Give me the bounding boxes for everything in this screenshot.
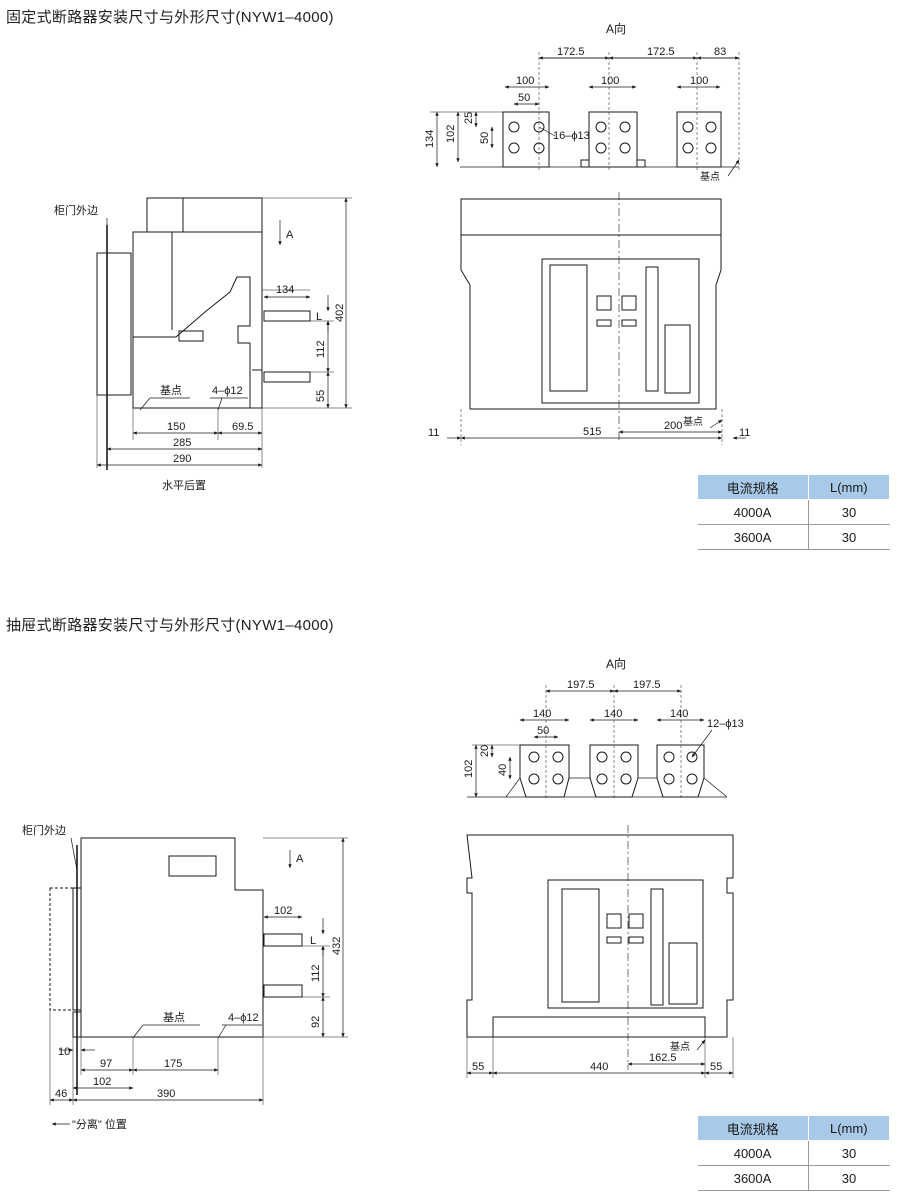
s1-dim-100-b: 100 bbox=[601, 75, 619, 87]
cell-L: 30 bbox=[807, 524, 890, 550]
s2-dim-10: 10 bbox=[58, 1046, 70, 1058]
cell-L: 30 bbox=[807, 1165, 890, 1191]
s2-dim-112: 112 bbox=[310, 964, 322, 982]
s2-dim-50: 50 bbox=[537, 725, 549, 737]
s1-dim-150: 150 bbox=[167, 421, 185, 433]
s1-dim-285: 285 bbox=[173, 437, 191, 449]
s2-caption: "分离" 位置 bbox=[72, 1117, 127, 1131]
s1-dim-50-v: 50 bbox=[479, 132, 491, 144]
s1-dim-402: 402 bbox=[334, 304, 346, 322]
s1-front-base-point: 基点 bbox=[683, 415, 703, 428]
table-header: 电流规格 L(mm) bbox=[697, 1115, 891, 1141]
s2-a-view: A向 197.5 197.5 140 140 140 50 102 2 bbox=[463, 656, 744, 800]
s2-spec-table: 电流规格 L(mm) 4000A 30 3600A 30 bbox=[697, 1115, 891, 1191]
s1-dim-25: 25 bbox=[463, 112, 475, 124]
s2-dim-20: 20 bbox=[479, 745, 491, 757]
s1-dim-69-5: 69.5 bbox=[232, 421, 253, 433]
s1-dim-112: 112 bbox=[315, 340, 327, 358]
s2-dim-97: 97 bbox=[100, 1058, 112, 1070]
s1-dim-100-c: 100 bbox=[690, 75, 708, 87]
table-row: 4000A 30 bbox=[697, 499, 890, 525]
s1-caption: 水平后置 bbox=[162, 479, 206, 492]
s2-dim-40: 40 bbox=[497, 764, 509, 776]
s1-view-label: A向 bbox=[606, 21, 626, 36]
header-current: 电流规格 bbox=[697, 1115, 809, 1141]
s1-L-label: L bbox=[316, 311, 322, 323]
s2-dim-55-b: 55 bbox=[710, 1061, 722, 1073]
cell-current: 3600A bbox=[697, 524, 809, 550]
header-current: 电流规格 bbox=[697, 474, 809, 500]
s2-view-label: A向 bbox=[606, 656, 626, 671]
cell-L: 30 bbox=[807, 1140, 890, 1166]
s1-dim-172-5-a: 172.5 bbox=[557, 46, 585, 58]
s2-side-view: 柜门外边 A 102 432 L 112 92 基点 4–ϕ12 bbox=[22, 823, 348, 1131]
s2-dim-140-a: 140 bbox=[533, 708, 551, 720]
cell-current: 4000A bbox=[697, 499, 809, 525]
s1-dim-172-5-b: 172.5 bbox=[647, 46, 675, 58]
s1-bolt-label: 16–ϕ13 bbox=[553, 130, 590, 142]
cell-L: 30 bbox=[807, 499, 890, 525]
s1-dim-11-b: 11 bbox=[739, 427, 750, 439]
s1-dim-134: 134 bbox=[424, 130, 436, 148]
s2-front-base-point: 基点 bbox=[670, 1040, 690, 1053]
s2-dim-162-5: 162.5 bbox=[649, 1052, 677, 1064]
s1-dim-515: 515 bbox=[583, 426, 601, 438]
s1-side-view: 柜门外边 A 134 402 L 112 55 基点 bbox=[54, 197, 352, 492]
s1-dim-102: 102 bbox=[445, 125, 457, 143]
s2-dim-46: 46 bbox=[55, 1088, 67, 1100]
s2-arrow-a: A bbox=[296, 853, 304, 865]
s1-dim-11-a: 11 bbox=[428, 427, 439, 439]
s2-dim-140-c: 140 bbox=[670, 708, 688, 720]
s2-hole-label: 4–ϕ12 bbox=[228, 1012, 259, 1024]
s1-a-view: A向 172.5 172.5 83 100 100 100 50 bbox=[424, 21, 740, 183]
s2-dim-432: 432 bbox=[331, 937, 343, 955]
s1-dim-55: 55 bbox=[315, 390, 327, 402]
s2-dim-102b: 102 bbox=[93, 1076, 111, 1088]
s2-dim-102: 102 bbox=[463, 760, 475, 778]
s2-dim-140-b: 140 bbox=[604, 708, 622, 720]
s2-base-point: 基点 bbox=[163, 1011, 185, 1024]
s2-dim-side-102: 102 bbox=[274, 905, 292, 917]
s2-dim-92: 92 bbox=[310, 1016, 322, 1028]
table-row: 3600A 30 bbox=[697, 1165, 890, 1191]
s1-dim-290: 290 bbox=[173, 453, 191, 465]
s2-dim-197-5-a: 197.5 bbox=[567, 679, 595, 691]
s1-dim-200: 200 bbox=[664, 420, 682, 432]
s1-hole-label: 4–ϕ12 bbox=[212, 385, 243, 397]
table-row: 4000A 30 bbox=[697, 1140, 890, 1166]
section2-title: 抽屉式断路器安装尺寸与外形尺寸(NYW1–4000) bbox=[6, 617, 334, 634]
header-L: L(mm) bbox=[807, 1115, 891, 1141]
cell-current: 4000A bbox=[697, 1140, 809, 1166]
s2-dim-390: 390 bbox=[157, 1088, 175, 1100]
s2-dim-440: 440 bbox=[590, 1061, 608, 1073]
table-header: 电流规格 L(mm) bbox=[697, 474, 891, 500]
table-row: 3600A 30 bbox=[697, 524, 890, 550]
s1-a-base-point: 基点 bbox=[700, 170, 720, 183]
s2-bolt-label: 12–ϕ13 bbox=[707, 718, 744, 730]
s1-arrow-a: A bbox=[286, 229, 294, 241]
s1-dim-50: 50 bbox=[518, 92, 530, 104]
s2-front-view: 55 440 162.5 55 基点 bbox=[466, 825, 734, 1078]
s1-spec-table: 电流规格 L(mm) 4000A 30 3600A 30 bbox=[697, 474, 891, 550]
header-L: L(mm) bbox=[807, 474, 891, 500]
s2-door-label: 柜门外边 bbox=[22, 823, 66, 837]
s1-front-view: 11 515 200 11 基点 bbox=[428, 192, 750, 445]
s1-dim-83: 83 bbox=[714, 46, 726, 58]
s2-dim-175: 175 bbox=[164, 1058, 182, 1070]
s2-dim-55-a: 55 bbox=[472, 1061, 484, 1073]
s1-base-point: 基点 bbox=[160, 384, 182, 397]
s1-dim-side-134: 134 bbox=[276, 284, 294, 296]
s2-L-label: L bbox=[310, 935, 316, 947]
section1-title: 固定式断路器安装尺寸与外形尺寸(NYW1–4000) bbox=[6, 9, 334, 26]
s1-door-label: 柜门外边 bbox=[54, 203, 98, 217]
s2-dim-197-5-b: 197.5 bbox=[633, 679, 661, 691]
s1-dim-100-a: 100 bbox=[516, 75, 534, 87]
cell-current: 3600A bbox=[697, 1165, 809, 1191]
